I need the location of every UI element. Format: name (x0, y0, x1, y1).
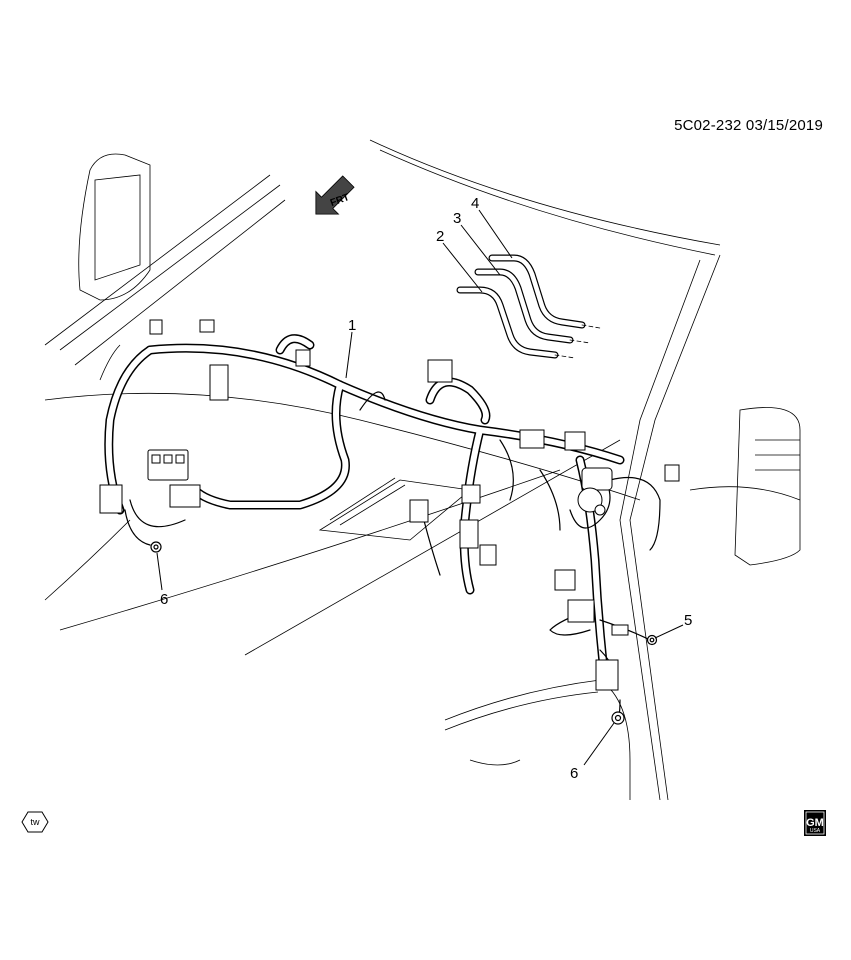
callout-1: 1 (348, 317, 356, 334)
callout-2: 2 (436, 228, 444, 245)
front-direction-arrow-icon: FRT (315, 175, 355, 215)
tw-label: tw (31, 817, 41, 827)
callout-3: 3 (453, 210, 461, 227)
gm-logo-text: GM (806, 817, 824, 829)
fasteners (150, 541, 658, 725)
callout-5: 5 (684, 612, 692, 629)
diagram-reference: 5C02-232 03/15/2019 (674, 117, 823, 134)
callout-4: 4 (471, 195, 479, 212)
callout-6-left: 6 (160, 591, 168, 608)
gm-logo-icon: GM USA (804, 810, 826, 836)
gm-logo-sub: USA (810, 828, 821, 834)
instrument-panel-harness (104, 334, 661, 719)
harness-connectors (99, 319, 680, 691)
vehicle-body-outline (44, 139, 801, 801)
callout-6-right: 6 (570, 765, 578, 782)
tw-hex-badge-icon: tw (21, 811, 49, 833)
harness-jumper-set (456, 254, 601, 359)
callout-leaders (156, 209, 684, 766)
